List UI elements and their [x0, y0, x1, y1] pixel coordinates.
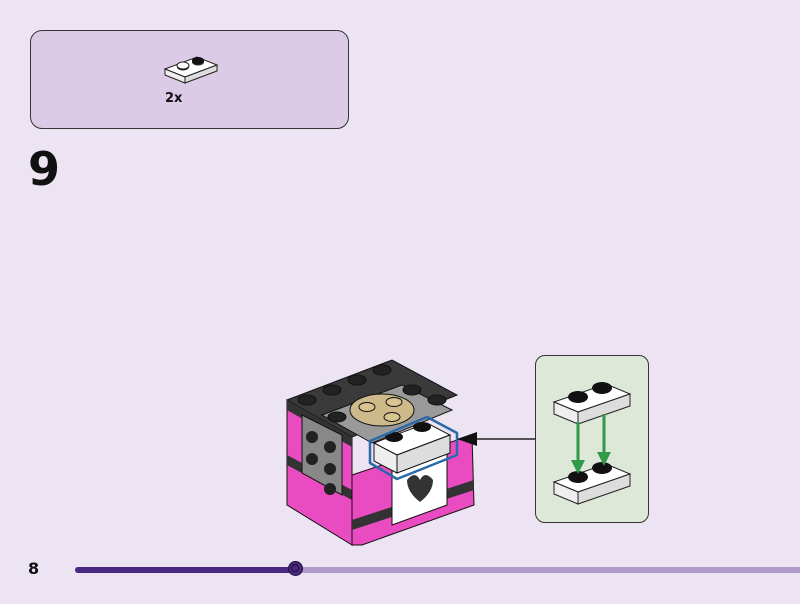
page-number: 8	[28, 559, 40, 578]
model-illustration	[285, 359, 475, 546]
sub-step-callout	[535, 355, 649, 523]
placement-arrow-icon	[457, 432, 537, 446]
plate-stack-icon	[552, 382, 632, 505]
part-quantity: 2x	[165, 91, 183, 106]
progress-fill	[75, 567, 297, 573]
parts-list-box: 2x	[30, 30, 349, 129]
progress-bar	[75, 561, 800, 576]
progress-knob	[288, 561, 304, 576]
plate-1x2-icon	[163, 56, 219, 84]
step-number: 9	[28, 142, 61, 196]
